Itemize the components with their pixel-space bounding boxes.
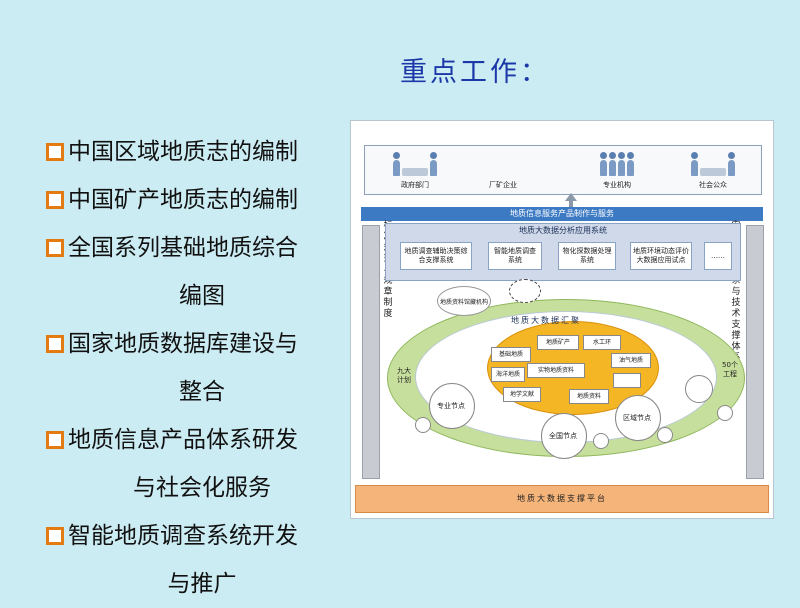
bullet-continuation: 与社会化服务	[133, 475, 271, 501]
user-group: 专业机构	[587, 150, 647, 190]
users-row: 政府部门 厂矿企业 专业机构 社会公众	[364, 145, 762, 195]
bullet-text: 地质信息产品体系研发	[68, 427, 298, 453]
ring-dot	[593, 433, 609, 449]
bullet-list: 中国区域地质志的编制 中国矿产地质志的编制 全国系列基础地质综合 编图 国家地质…	[46, 128, 346, 608]
right-column	[746, 225, 764, 479]
left-column	[362, 225, 380, 479]
analysis-title: 地质大数据分析应用系统	[519, 226, 607, 235]
bullet-text: 全国系列基础地质综合	[68, 235, 298, 261]
people-icon	[587, 150, 647, 176]
bullet-item: 中国区域地质志的编制	[46, 128, 346, 176]
aggregation-label: 地质大数据汇聚	[511, 316, 581, 325]
regional-node	[615, 395, 661, 441]
database-item: 基础地质	[491, 347, 531, 362]
dashed-circle	[509, 279, 541, 303]
ring-dot	[717, 405, 733, 421]
bullet-item: 国家地质数据库建设与	[46, 320, 346, 368]
meeting-icon	[683, 150, 743, 176]
bullet-item: 全国系列基础地质综合	[46, 224, 346, 272]
office-icon	[385, 150, 445, 176]
platform-bar: 地质大数据支撑平台	[355, 485, 769, 513]
archive-callout: 地质资料馆藏机构	[437, 286, 491, 316]
user-group: 社会公众	[683, 150, 743, 190]
bullet-continuation: 编图	[179, 283, 225, 309]
blank-node	[685, 375, 713, 403]
slide-title: 重点工作：	[400, 57, 550, 88]
user-group: 厂矿企业	[473, 150, 533, 190]
bullet-continuation: 与推广	[167, 571, 237, 597]
database-item: 实物地质资料	[527, 363, 585, 378]
square-bullet-icon	[46, 191, 64, 209]
node-label: 全国节点	[549, 432, 577, 440]
user-label: 厂矿企业	[489, 181, 517, 189]
database-item: 地质矿产	[537, 335, 579, 350]
national-node	[541, 413, 587, 459]
database-item: 地质资料	[569, 389, 609, 404]
bullet-text: 国家地质数据库建设与	[68, 331, 298, 357]
ring-dot	[657, 427, 673, 443]
user-label: 政府部门	[401, 181, 429, 189]
user-label: 专业机构	[603, 181, 631, 189]
square-bullet-icon	[46, 527, 64, 545]
arrow-up-icon	[565, 193, 577, 201]
analysis-system-box: 地质大数据分析应用系统 地质调查辅助决策综合支撑系统 智能地质调查系统 物化探数…	[385, 223, 741, 281]
node-label: 专业节点	[437, 402, 465, 410]
bullet-item: 地质信息产品体系研发	[46, 416, 346, 464]
analysis-item: 地质环境动态评价大数据应用试点	[630, 242, 692, 270]
square-bullet-icon	[46, 143, 64, 161]
ring-label-left: 九大计划	[397, 367, 411, 384]
service-bar: 地质信息服务产品制作与服务	[361, 207, 763, 221]
square-bullet-icon	[46, 431, 64, 449]
square-bullet-icon	[46, 335, 64, 353]
database-item: 水工环	[583, 335, 621, 350]
bullet-text: 智能地质调查系统开发	[68, 523, 298, 549]
bullet-item: 中国矿产地质志的编制	[46, 176, 346, 224]
ring-dot	[415, 417, 431, 433]
bullet-continuation: 整合	[179, 379, 225, 405]
analysis-item: 地质调查辅助决策综合支撑系统	[400, 242, 472, 270]
bullet-text: 中国区域地质志的编制	[68, 139, 298, 165]
arrow-stem	[569, 201, 573, 207]
analysis-item: 智能地质调查系统	[488, 242, 542, 270]
database-item: 海洋地质	[491, 367, 525, 382]
architecture-diagram: 政府部门 厂矿企业 专业机构 社会公众 地质信息服务产品制作与服务 标准规范与规…	[350, 120, 774, 519]
database-item-blank	[613, 373, 641, 388]
square-bullet-icon	[46, 239, 64, 257]
analysis-item: 物化探数据处理系统	[558, 242, 616, 270]
ring-label-right: 50个工程	[722, 361, 738, 378]
analysis-item: ……	[704, 242, 732, 270]
database-item: 油气地质	[611, 353, 651, 368]
professional-node	[429, 383, 475, 429]
user-group: 政府部门	[385, 150, 445, 190]
user-label: 社会公众	[699, 181, 727, 189]
bullet-text: 中国矿产地质志的编制	[68, 187, 298, 213]
bullet-item: 智能地质调查系统开发	[46, 512, 346, 560]
node-label: 区域节点	[623, 414, 651, 422]
database-item: 地学文献	[503, 387, 541, 402]
